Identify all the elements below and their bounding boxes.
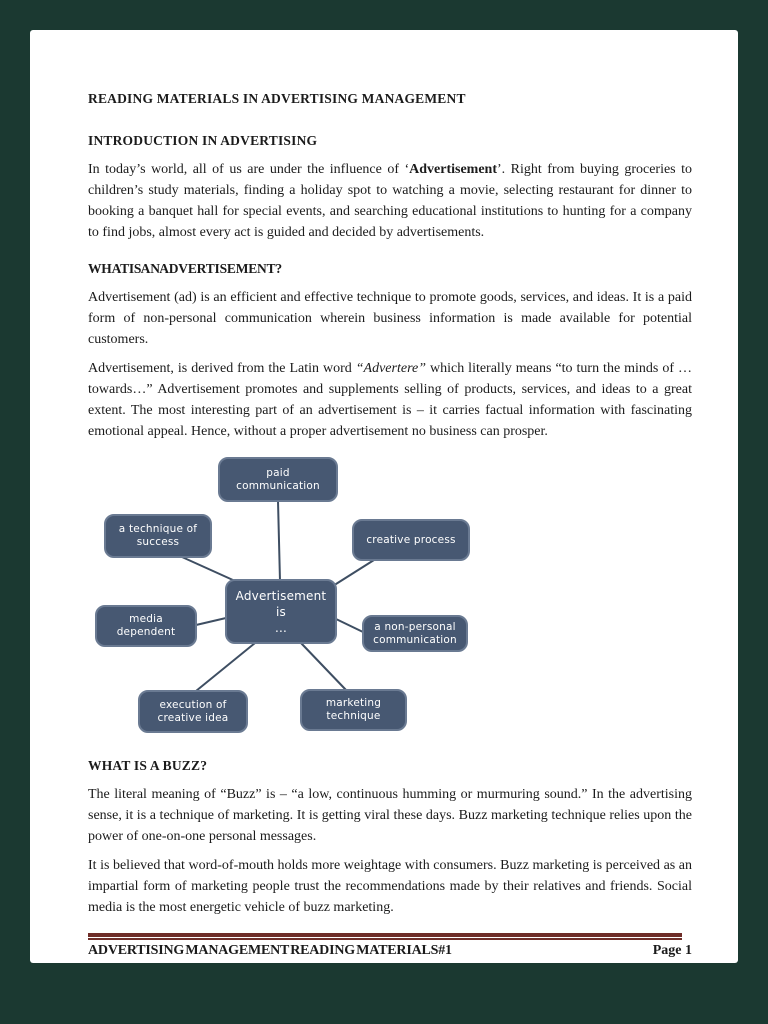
node-advertisement-center: Advertisement is ... <box>225 579 337 644</box>
latin-paragraph-post: which literally means “to turn the minds… <box>88 361 692 439</box>
latin-paragraph-pre: Advertisement, is derived from the Latin… <box>88 361 356 376</box>
connector-marketing-technique <box>300 642 347 691</box>
node-paid-communication: paid communication <box>218 457 338 502</box>
what-is-advertisement-heading: WHAT IS AN ADVERTISEMENT? <box>88 261 282 276</box>
connector-non-personal <box>335 618 364 633</box>
connector-paid-communication <box>277 500 281 582</box>
node-media-dependent: media dependent <box>95 605 197 647</box>
advertisement-mind-map: paid communication a technique of succes… <box>30 457 738 747</box>
mind-map-connectors <box>181 500 375 692</box>
connector-execution-idea <box>195 642 256 692</box>
connector-media-dependent <box>195 617 227 626</box>
node-creative-process: creative process <box>352 519 470 561</box>
page-footer: ADVERTISING MANAGEMENT READING MATERIALS… <box>88 942 692 960</box>
document-page: READING MATERIALS IN ADVERTISING MANAGEM… <box>30 30 738 963</box>
footer-document-title: ADVERTISING MANAGEMENT READING MATERIALS… <box>88 943 452 958</box>
footer-divider-rule <box>88 933 682 940</box>
intro-paragraph: In today’s world, all of us are under th… <box>88 159 692 243</box>
document-title: READING MATERIALS IN ADVERTISING MANAGEM… <box>88 91 466 106</box>
node-technique-of-success: a technique of success <box>104 514 212 558</box>
connector-creative-process <box>335 559 375 585</box>
intro-paragraph-pre: In today’s world, all of us are under th… <box>88 162 410 177</box>
what-is-buzz-heading: WHAT IS A BUZZ? <box>88 758 208 773</box>
advertisement-bold-term: Advertisement <box>409 162 498 177</box>
intro-heading: INTRODUCTION IN ADVERTISING <box>88 133 318 148</box>
node-marketing-technique: marketing technique <box>300 689 407 731</box>
intro-paragraph-post: ’. Right from buying groceries to childr… <box>88 162 692 240</box>
ad-latin-origin-paragraph: Advertisement, is derived from the Latin… <box>88 358 692 442</box>
buzz-definition-paragraph: The literal meaning of “Buzz” is – “a lo… <box>88 787 692 844</box>
ad-definition-paragraph: Advertisement (ad) is an efficient and e… <box>88 290 692 347</box>
node-execution-of-creative-idea: execution of creative idea <box>138 690 248 733</box>
buzz-word-of-mouth-paragraph: It is believed that word-of-mouth holds … <box>88 858 692 915</box>
advertere-italic-term: “Advertere” <box>355 361 426 376</box>
footer-page-number: Page 1 <box>652 943 692 958</box>
node-non-personal-communication: a non-personal communication <box>362 615 468 652</box>
